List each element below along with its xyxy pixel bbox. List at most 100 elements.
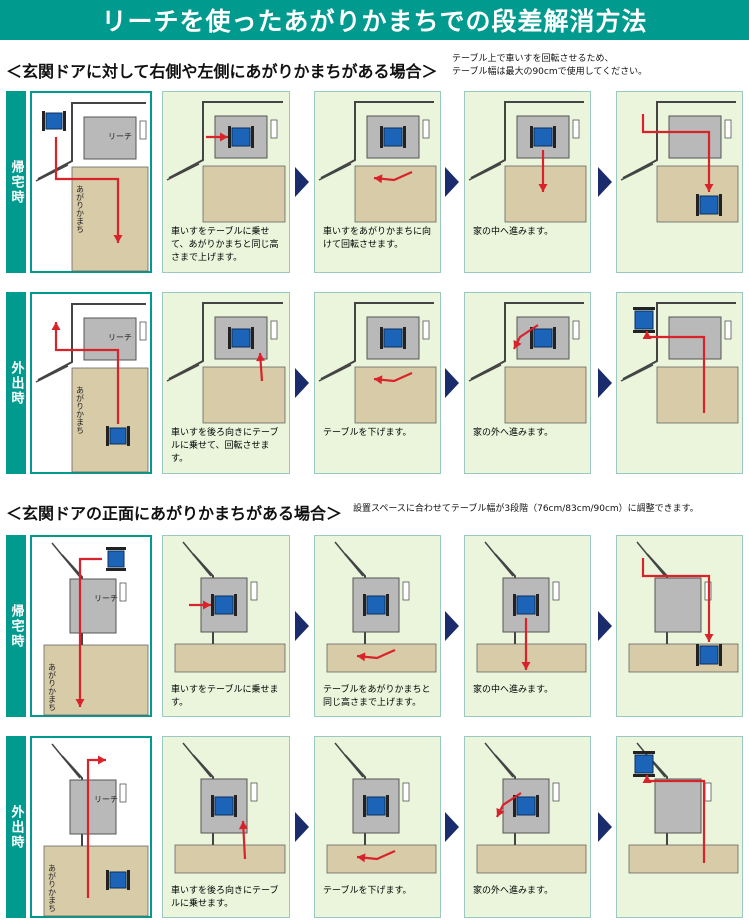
wheelchair-wheel-bottom bbox=[633, 774, 655, 777]
wheelchair-wheel-right bbox=[536, 795, 539, 817]
wheelchair-wheel-bottom bbox=[106, 568, 126, 571]
move-arrow-head bbox=[496, 807, 505, 817]
wall bbox=[168, 302, 283, 380]
door bbox=[166, 364, 200, 382]
wheelchair-wheel-left bbox=[696, 194, 699, 216]
step-illustration bbox=[326, 541, 437, 673]
floor-label: あがりかまち bbox=[76, 185, 85, 233]
next-step-chevron bbox=[598, 611, 612, 641]
step-caption: 家の外へ進みます。 bbox=[473, 428, 554, 438]
door bbox=[636, 541, 666, 577]
door bbox=[484, 541, 514, 577]
floor-area bbox=[71, 367, 149, 473]
wheelchair bbox=[633, 751, 655, 777]
reach-table bbox=[668, 115, 722, 159]
step-illustration bbox=[476, 742, 587, 874]
wheelchair-wheel-left bbox=[228, 327, 231, 349]
step-caption: 家の中へ進みます。 bbox=[473, 685, 554, 695]
floor-area bbox=[326, 844, 437, 874]
route-arrow-head bbox=[98, 755, 106, 765]
route-arrow-head bbox=[704, 634, 714, 642]
wheelchair-seat bbox=[366, 796, 386, 816]
wheelchair-wheel-right bbox=[536, 594, 539, 616]
wheelchair-seat bbox=[45, 112, 63, 130]
floor-area bbox=[354, 366, 437, 424]
wheelchair-wheel-right bbox=[403, 327, 406, 349]
floor-area bbox=[354, 165, 437, 223]
door bbox=[334, 541, 364, 577]
wheelchair-wheel-right bbox=[553, 126, 556, 148]
step-caption: テーブルをあがりかまちと同じ高さまで上げます。 bbox=[323, 685, 431, 708]
wheelchair-wheel-right bbox=[553, 327, 556, 349]
chevron-shape bbox=[295, 368, 309, 398]
chevron-shape bbox=[598, 611, 612, 641]
reach-table bbox=[83, 317, 137, 361]
wheelchair-wheel-left bbox=[530, 126, 533, 148]
door bbox=[468, 163, 502, 181]
step-panel bbox=[616, 91, 743, 273]
door bbox=[620, 364, 654, 382]
floor-area bbox=[202, 366, 286, 424]
wheelchair-seat bbox=[383, 127, 403, 147]
door bbox=[35, 365, 69, 383]
wheelchair bbox=[696, 644, 722, 666]
wheelchair bbox=[380, 327, 406, 349]
route-arrow-line bbox=[54, 137, 120, 243]
wheelchair bbox=[513, 594, 539, 616]
overview-panel: リーチあがりかまち bbox=[30, 292, 152, 474]
wheelchair-wheel-top bbox=[106, 547, 126, 550]
floor-area bbox=[43, 644, 149, 716]
wheelchair-wheel-left bbox=[106, 870, 109, 890]
wheelchair bbox=[211, 795, 237, 817]
reach-table bbox=[654, 577, 702, 633]
wheelchair-seat bbox=[109, 427, 127, 445]
floor-area bbox=[504, 165, 587, 223]
control-box bbox=[422, 320, 430, 340]
floor-area bbox=[476, 643, 587, 673]
step-panel: テーブルをあがりかまちと同じ高さまで上げます。 bbox=[314, 535, 441, 717]
next-step-chevron bbox=[598, 167, 612, 197]
step-panel bbox=[616, 736, 743, 918]
next-step-chevron bbox=[445, 167, 459, 197]
wheelchair-seat bbox=[516, 595, 536, 615]
move-arrow-head bbox=[513, 339, 522, 349]
wheelchair-wheel-bottom bbox=[633, 330, 655, 333]
step-caption: 家の中へ進みます。 bbox=[473, 227, 554, 237]
chevron-shape bbox=[598, 812, 612, 842]
wheelchair-wheel-right bbox=[403, 126, 406, 148]
wall bbox=[470, 101, 584, 179]
route-arrow-line bbox=[641, 558, 711, 642]
wheelchair-wheel-left bbox=[380, 327, 383, 349]
step-panel: 車いすをテーブルに乗せます。 bbox=[162, 535, 290, 717]
wheelchair bbox=[228, 327, 254, 349]
control-box bbox=[704, 782, 712, 802]
door bbox=[166, 163, 200, 181]
rotate-arrow-head bbox=[357, 652, 366, 662]
step-caption: 車いすを後ろ向きにテーブルに乗せます。 bbox=[171, 886, 279, 909]
wheelchair bbox=[530, 327, 556, 349]
wheelchair bbox=[530, 126, 556, 148]
door bbox=[182, 742, 212, 778]
step-arrow-head bbox=[203, 600, 211, 610]
section-1-note-line-1: テーブル上で車いすを回転させるため、 bbox=[452, 54, 614, 64]
control-box bbox=[250, 581, 258, 601]
step-illustration bbox=[326, 742, 437, 874]
reach-table bbox=[69, 779, 117, 835]
step-illustration bbox=[174, 742, 286, 874]
section-2-note-line-1: 設置スペースに合わせてテーブル幅が3段階（76cm/83cm/90cm）に調整で… bbox=[353, 504, 699, 514]
section-2-heading: ＜玄関ドアの正面にあがりかまちがある場合＞ bbox=[6, 504, 343, 523]
step-illustration bbox=[468, 101, 587, 223]
page-title-banner: リーチを使ったあがりかまちでの段差解消方法 bbox=[0, 0, 749, 40]
wheelchair bbox=[42, 111, 66, 131]
step-caption: 車いすをテーブルに乗せます。 bbox=[171, 685, 279, 708]
step-illustration bbox=[174, 541, 286, 673]
control-box bbox=[724, 320, 732, 340]
wheelchair-wheel-right bbox=[719, 194, 722, 216]
wheelchair-seat bbox=[516, 796, 536, 816]
wheelchair bbox=[633, 307, 655, 333]
floor-area bbox=[628, 844, 739, 874]
step-illustration bbox=[318, 302, 437, 424]
control-box bbox=[572, 320, 580, 340]
door bbox=[318, 364, 352, 382]
